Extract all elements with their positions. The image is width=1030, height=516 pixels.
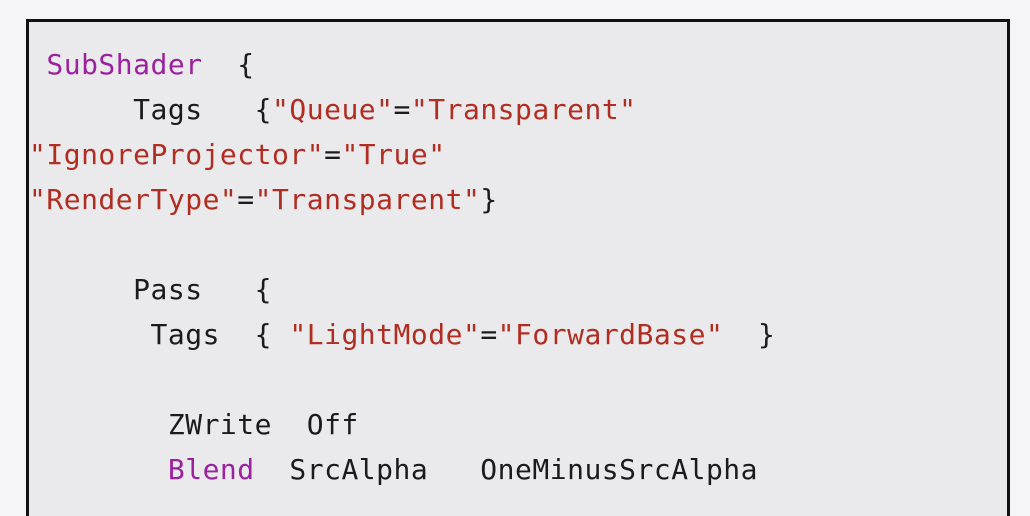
code-token-keyword: Blend (167, 453, 255, 486)
code-line-blank (29, 222, 999, 267)
code-token-plain: Tags { (29, 93, 273, 126)
code-token-plain: Tags { (29, 318, 290, 351)
code-token-plain: ZWrite Off (29, 408, 359, 441)
code-token-plain (29, 48, 46, 81)
code-token-string: "Queue" (272, 93, 394, 126)
code-line: Pass { (29, 267, 999, 312)
code-token-string: "IgnoreProjector" (29, 138, 325, 171)
code-line-blank (29, 357, 999, 402)
code-token-plain: { (202, 48, 255, 81)
code-token-string: "RenderType" (29, 183, 238, 216)
code-token-plain: = (393, 93, 411, 126)
code-token-plain: } (480, 183, 498, 216)
code-line: Tags {"Queue"="Transparent" (29, 87, 999, 132)
code-line: ZWrite Off (29, 402, 999, 447)
code-token-string: "LightMode" (289, 318, 481, 351)
code-line: Tags { "LightMode"="ForwardBase" } (29, 312, 999, 357)
code-token-string: "ForwardBase" (497, 318, 724, 351)
code-token-keyword: SubShader (46, 48, 203, 81)
code-line: "RenderType"="Transparent"} (29, 177, 999, 222)
code-token-string: "Transparent" (410, 93, 637, 126)
code-token-plain: = (237, 183, 255, 216)
code-block: SubShader { Tags {"Queue"="Transparent""… (26, 19, 1010, 516)
code-token-plain: } (723, 318, 776, 351)
code-token-plain: = (324, 138, 342, 171)
code-token-string: "Transparent" (254, 183, 481, 216)
code-line: "IgnoreProjector"="True" (29, 132, 999, 177)
code-line: Blend SrcAlpha OneMinusSrcAlpha (29, 447, 999, 492)
code-token-plain: = (480, 318, 498, 351)
code-token-string: "True" (341, 138, 446, 171)
code-token-plain (29, 453, 168, 486)
code-token-plain: Pass { (29, 273, 273, 306)
code-line: SubShader { (29, 42, 999, 87)
code-token-plain: SrcAlpha OneMinusSrcAlpha (254, 453, 759, 486)
